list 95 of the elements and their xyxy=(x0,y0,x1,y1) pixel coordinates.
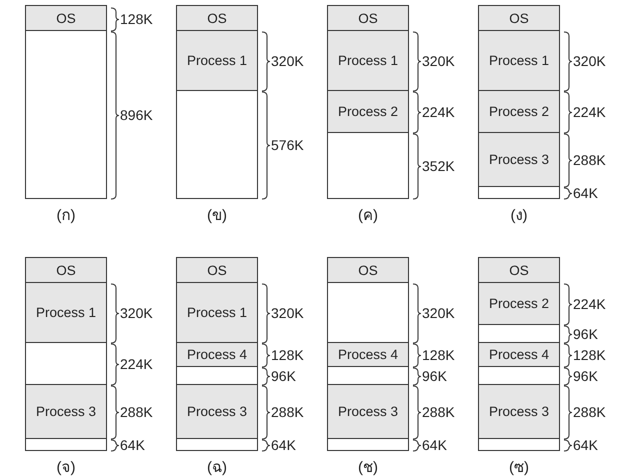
size-label: 320K xyxy=(120,305,153,321)
segment-label: Process 1 xyxy=(36,305,96,320)
memory-segment xyxy=(26,6,106,30)
panel-label: (ฉ) xyxy=(207,458,227,476)
panel-label: (ข) xyxy=(207,206,227,226)
memory-segment xyxy=(177,6,257,30)
segment-label: OS xyxy=(358,10,378,26)
segment-label: OS xyxy=(509,262,529,278)
memory-segment xyxy=(479,258,559,282)
panel-label: (ซ) xyxy=(509,458,529,476)
memory-segment xyxy=(479,384,559,438)
size-label: 224K xyxy=(120,356,153,372)
segment-label: Process 3 xyxy=(488,404,550,419)
memory-column xyxy=(478,257,560,451)
size-label: 320K xyxy=(271,305,304,321)
size-label: 64K xyxy=(573,437,598,453)
segment-label: Process 1 xyxy=(488,53,550,68)
size-label: 352K xyxy=(422,158,455,174)
size-label: 128K xyxy=(422,347,455,363)
size-label: 64K xyxy=(573,185,598,201)
size-label: 288K xyxy=(573,152,606,168)
memory-segment xyxy=(177,282,257,342)
size-label: 128K xyxy=(271,347,304,363)
memory-segment xyxy=(26,258,106,282)
segment-label: Process 1 xyxy=(186,53,248,68)
memory-segment xyxy=(328,258,408,282)
memory-segment xyxy=(479,6,559,30)
size-label: 96K xyxy=(271,368,296,384)
memory-column xyxy=(176,257,258,451)
size-label: 128K xyxy=(573,347,606,363)
size-label: 320K xyxy=(271,53,304,69)
memory-column xyxy=(327,5,409,199)
segment-label: Process 1 xyxy=(186,305,248,320)
memory-segment xyxy=(479,282,559,324)
size-label: 320K xyxy=(422,53,455,69)
segment-label: Process 2 xyxy=(488,104,550,119)
size-label: 64K xyxy=(271,437,296,453)
segment-label: Process 2 xyxy=(338,104,398,119)
memory-column xyxy=(478,5,560,199)
panel-label: (ก) xyxy=(56,206,76,226)
memory-segment xyxy=(328,30,408,90)
memory-segment xyxy=(328,6,408,30)
memory-segment xyxy=(26,384,106,438)
memory-segment xyxy=(177,30,257,90)
memory-segment xyxy=(328,90,408,132)
size-label: 96K xyxy=(573,326,598,342)
memory-segment xyxy=(177,384,257,438)
size-label: 64K xyxy=(422,437,447,453)
size-label: 96K xyxy=(422,368,447,384)
size-label: 224K xyxy=(422,104,455,120)
memory-column xyxy=(327,257,409,451)
panel-label: (จ) xyxy=(56,458,76,476)
size-label: 288K xyxy=(573,404,606,420)
panel-label: (ง) xyxy=(510,206,528,226)
memory-segment xyxy=(177,258,257,282)
memory-column xyxy=(25,5,107,199)
segment-label: OS xyxy=(207,262,227,278)
size-label: 128K xyxy=(120,11,153,27)
memory-segment xyxy=(328,342,408,366)
size-label: 288K xyxy=(271,404,304,420)
size-label: 224K xyxy=(573,296,606,312)
segment-label: OS xyxy=(207,10,227,26)
memory-segment xyxy=(328,384,408,438)
size-label: 64K xyxy=(120,437,145,453)
size-label: 896K xyxy=(120,107,153,123)
segment-label: Process 4 xyxy=(488,347,550,362)
size-label: 320K xyxy=(573,53,606,69)
size-label: 288K xyxy=(422,404,455,420)
segment-label: Process 4 xyxy=(186,347,248,362)
segment-label: Process 4 xyxy=(338,347,398,362)
segment-label: Process 1 xyxy=(338,53,398,68)
segment-label: Process 3 xyxy=(488,152,550,167)
size-label: 288K xyxy=(120,404,153,420)
segment-label: OS xyxy=(56,262,76,278)
segment-label: Process 3 xyxy=(36,404,96,419)
memory-column xyxy=(25,257,107,451)
memory-segment xyxy=(479,342,559,366)
memory-segment xyxy=(26,282,106,342)
size-label: 224K xyxy=(573,104,606,120)
segment-label: OS xyxy=(509,10,529,26)
memory-segment xyxy=(479,90,559,132)
panel-label: (ค) xyxy=(358,206,378,226)
size-label: 320K xyxy=(422,305,455,321)
segment-label: Process 3 xyxy=(338,404,398,419)
size-label: 576K xyxy=(271,137,304,153)
memory-segment xyxy=(479,132,559,186)
segment-label: OS xyxy=(56,10,76,26)
panel-label: (ช) xyxy=(358,458,378,476)
memory-column xyxy=(176,5,258,199)
segment-label: Process 2 xyxy=(488,296,550,311)
memory-segment xyxy=(479,30,559,90)
segment-label: OS xyxy=(358,262,378,278)
size-label: 96K xyxy=(573,368,598,384)
segment-label: Process 3 xyxy=(186,404,248,419)
memory-segment xyxy=(177,342,257,366)
